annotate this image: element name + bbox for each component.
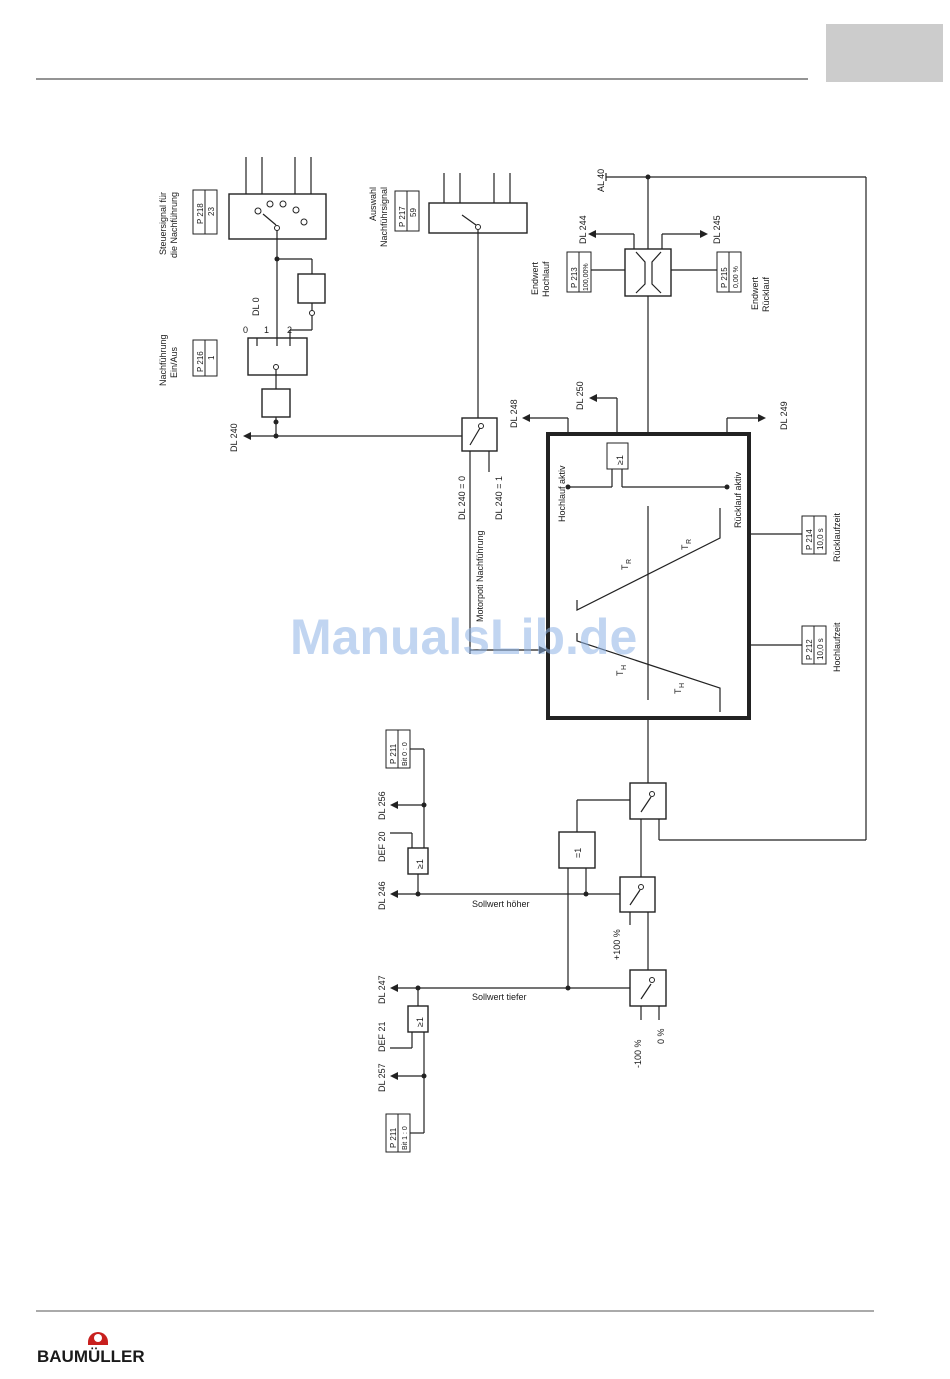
label-def21: DEF 21 bbox=[377, 1021, 387, 1052]
selector-auswahl-nachfuehrsignal bbox=[428, 173, 528, 234]
label-dl0: DL 0 bbox=[251, 297, 261, 316]
label-ruecklauf-aktiv: Rücklauf aktiv bbox=[733, 471, 743, 528]
label-nachfuehrung-1: Nachführung bbox=[158, 334, 168, 386]
label-dl240-0: DL 240 = 0 bbox=[457, 476, 467, 520]
limiter-block bbox=[624, 248, 672, 297]
label-tr-1-sub: R bbox=[626, 559, 633, 564]
p216-name: P 216 bbox=[196, 351, 205, 372]
p212-value: 10,0 s bbox=[816, 638, 825, 660]
label-dl240-1: DL 240 = 1 bbox=[494, 476, 504, 520]
brand-name: BAUMÜLLER bbox=[37, 1347, 145, 1366]
p214-value: 10,0 s bbox=[816, 528, 825, 550]
switch-plus100 bbox=[619, 876, 656, 913]
label-steuersignal-1: Steuersignal für bbox=[158, 192, 168, 255]
block-tracking-input bbox=[297, 273, 326, 304]
p215-name: P 215 bbox=[720, 267, 729, 288]
label-th-1-sub: H bbox=[621, 665, 628, 670]
p217-value: 59 bbox=[409, 208, 418, 217]
param-p217: P 217 59 bbox=[394, 190, 420, 232]
p215-value: 0,00 % bbox=[733, 266, 740, 288]
param-p211-bit0: P 211 Bit 0 : 0 bbox=[385, 729, 411, 769]
p216-value: 1 bbox=[207, 355, 216, 360]
label-hochlauf-aktiv: Hochlauf aktiv bbox=[557, 465, 567, 522]
p218-name: P 218 bbox=[196, 203, 205, 224]
label-th-1: T bbox=[615, 670, 625, 676]
label-auswahl-1: Auswahl bbox=[368, 187, 378, 221]
xor-gate bbox=[558, 831, 596, 869]
switch-nachfuehrung-ein-aus bbox=[247, 337, 308, 376]
label-al40: AL 40 bbox=[596, 169, 606, 192]
param-p216: P 216 1 bbox=[192, 339, 218, 377]
label-motorpoti: Motorpoti Nachführung bbox=[475, 530, 485, 622]
or-gate-def20-label: ≥1 bbox=[415, 859, 425, 869]
label-pos2: 2 bbox=[287, 325, 292, 335]
label-auswahl-2: Nachführsignal bbox=[379, 187, 389, 247]
label-hochlaufzeit: Hochlaufzeit bbox=[832, 622, 842, 672]
switch-motorpoti-select bbox=[629, 782, 667, 820]
p217-name: P 217 bbox=[398, 206, 407, 227]
label-nachfuehrung-2: Ein/Aus bbox=[169, 346, 179, 378]
p213-value: 100,00% bbox=[583, 263, 590, 291]
label-pos0: 0 bbox=[243, 325, 248, 335]
p214-name: P 214 bbox=[805, 529, 814, 550]
switch-minus100 bbox=[629, 969, 667, 1007]
p213-name: P 213 bbox=[570, 267, 579, 288]
label-def20: DEF 20 bbox=[377, 831, 387, 862]
label-tr-2: T bbox=[680, 544, 690, 550]
label-minus100: -100 % bbox=[633, 1039, 643, 1068]
label-pos1: 1 bbox=[264, 325, 269, 335]
label-dl249: DL 249 bbox=[779, 401, 789, 430]
param-p215: P 215 0,00 % bbox=[716, 251, 742, 293]
xor-gate-label: =1 bbox=[573, 848, 583, 858]
label-dl244: DL 244 bbox=[578, 215, 588, 244]
or-gate-def21-label: ≥1 bbox=[415, 1017, 425, 1027]
label-endwert-rueck-1: Endwert bbox=[750, 276, 760, 310]
label-dl245: DL 245 bbox=[712, 215, 722, 244]
label-dl257: DL 257 bbox=[377, 1063, 387, 1092]
label-tr-2-sub: R bbox=[686, 539, 693, 544]
label-dl248: DL 248 bbox=[509, 399, 519, 428]
label-plus100: +100 % bbox=[612, 929, 622, 960]
label-sollwert-tiefer: Sollwert tiefer bbox=[472, 992, 527, 1002]
label-endwert-hoch-2: Hochlauf bbox=[541, 261, 551, 297]
selector-nachfuehrung-steuersignal bbox=[228, 157, 327, 240]
label-sollwert-hoeher: Sollwert höher bbox=[472, 899, 530, 909]
param-p213: P 213 100,00% bbox=[566, 251, 592, 293]
label-endwert-hoch-1: Endwert bbox=[530, 261, 540, 295]
label-th-2-sub: H bbox=[679, 683, 686, 688]
label-endwert-rueck-2: Rücklauf bbox=[761, 276, 771, 312]
label-dl247: DL 247 bbox=[377, 975, 387, 1004]
p218-value: 23 bbox=[207, 207, 216, 216]
p212-name: P 212 bbox=[805, 639, 814, 660]
block-dl240-feedback bbox=[261, 388, 291, 418]
or-gate-label-ramp: ≥1 bbox=[615, 455, 625, 465]
ramp-generator-block: ≥1 T R T R T H T H Hochlauf aktiv Rückla… bbox=[546, 432, 751, 720]
corner-tab bbox=[826, 24, 943, 82]
p211b-name: P 211 bbox=[389, 1127, 398, 1148]
label-steuersignal-2: die Nachführung bbox=[169, 192, 179, 258]
param-p214: P 214 10,0 s bbox=[801, 515, 827, 555]
label-th-2: T bbox=[673, 688, 683, 694]
watermark: ManualsLib.de bbox=[290, 609, 637, 665]
p211a-value: Bit 0 : 0 bbox=[402, 742, 409, 766]
switch-dl240 bbox=[461, 417, 498, 654]
p211a-name: P 211 bbox=[389, 743, 398, 764]
param-p212: P 212 10,0 s bbox=[801, 625, 827, 665]
label-dl256: DL 256 bbox=[377, 791, 387, 820]
label-dl246: DL 246 bbox=[377, 881, 387, 910]
label-dl250: DL 250 bbox=[575, 381, 585, 410]
label-ruecklaufzeit: Rücklaufzeit bbox=[832, 512, 842, 562]
label-dl240-left: DL 240 bbox=[229, 423, 239, 452]
label-zero-pct: 0 % bbox=[656, 1028, 666, 1044]
or-gate-def21 bbox=[407, 1005, 429, 1033]
baumueller-logo-icon bbox=[88, 1332, 108, 1345]
p211b-value: Bit 1 : 0 bbox=[402, 1126, 409, 1150]
param-p211-bit1: P 211 Bit 1 : 0 bbox=[385, 1113, 411, 1153]
param-p218: P 218 23 bbox=[192, 189, 218, 235]
label-tr-1: T bbox=[620, 564, 630, 570]
